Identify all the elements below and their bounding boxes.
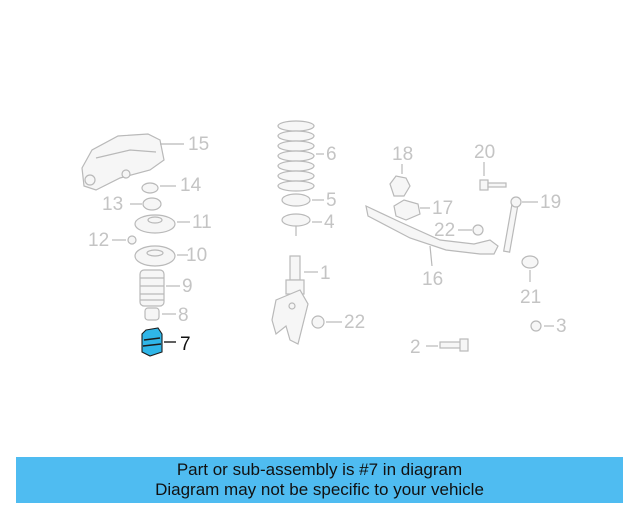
part-14-bushing[interactable] xyxy=(141,182,176,194)
callout-14: 14 xyxy=(180,175,202,196)
part-19-link[interactable] xyxy=(503,196,538,253)
banner-line-2: Diagram may not be specific to your vehi… xyxy=(155,480,484,499)
callout-10: 10 xyxy=(186,245,207,266)
callout-3: 3 xyxy=(556,316,567,337)
callout-5: 5 xyxy=(326,190,337,211)
part-9-dust-boot[interactable] xyxy=(139,269,180,307)
part-22-nut[interactable] xyxy=(311,315,342,329)
callout-22-b: 22 xyxy=(434,220,455,241)
part-11-mount[interactable] xyxy=(134,214,190,234)
part-10-spring-seat[interactable] xyxy=(134,245,188,267)
part-15-upper-arm[interactable] xyxy=(81,133,184,191)
part-13-bushing[interactable] xyxy=(130,197,162,211)
callout-6: 6 xyxy=(326,144,337,165)
part-8-bump-stop[interactable] xyxy=(144,307,176,321)
callout-11: 11 xyxy=(192,212,212,233)
callout-8: 8 xyxy=(178,305,189,326)
callout-1: 1 xyxy=(320,263,331,284)
callout-12: 12 xyxy=(88,230,109,251)
banner-line-1: Part or sub-assembly is #7 in diagram xyxy=(176,460,463,479)
part-6-coil-spring[interactable] xyxy=(277,120,324,192)
part-20-bolt[interactable] xyxy=(479,162,507,191)
callout-19: 19 xyxy=(540,192,561,213)
callout-7: 7 xyxy=(180,334,191,355)
part-4-seat[interactable] xyxy=(281,213,322,236)
callout-13: 13 xyxy=(102,194,123,215)
part-21-nut[interactable] xyxy=(521,255,539,282)
part-7-highlighted[interactable] xyxy=(141,327,176,357)
part-16-stabilizer-bar[interactable] xyxy=(365,204,499,267)
part-12-nut[interactable] xyxy=(112,235,137,245)
callout-20: 20 xyxy=(474,142,495,163)
part-22-nut-b[interactable] xyxy=(458,224,484,236)
callout-2: 2 xyxy=(410,337,421,358)
part-1-strut[interactable] xyxy=(271,255,318,345)
callout-9: 9 xyxy=(182,276,193,297)
callout-18: 18 xyxy=(392,144,413,165)
callout-22-a: 22 xyxy=(344,312,365,333)
callout-17: 17 xyxy=(432,198,453,219)
part-18-bracket[interactable] xyxy=(389,164,411,197)
callout-15: 15 xyxy=(188,134,209,155)
parts-diagram: 15 14 13 11 12 10 9 8 xyxy=(81,120,567,358)
callout-21: 21 xyxy=(520,287,541,308)
part-3-nut[interactable] xyxy=(530,320,554,332)
part-5-seat[interactable] xyxy=(281,193,324,207)
part-2-bolt[interactable] xyxy=(426,338,469,352)
part-17-bushing[interactable] xyxy=(393,199,430,221)
callout-4: 4 xyxy=(324,212,335,233)
info-banner: Part or sub-assembly is #7 in diagram Di… xyxy=(16,457,623,503)
callout-16: 16 xyxy=(422,269,443,290)
